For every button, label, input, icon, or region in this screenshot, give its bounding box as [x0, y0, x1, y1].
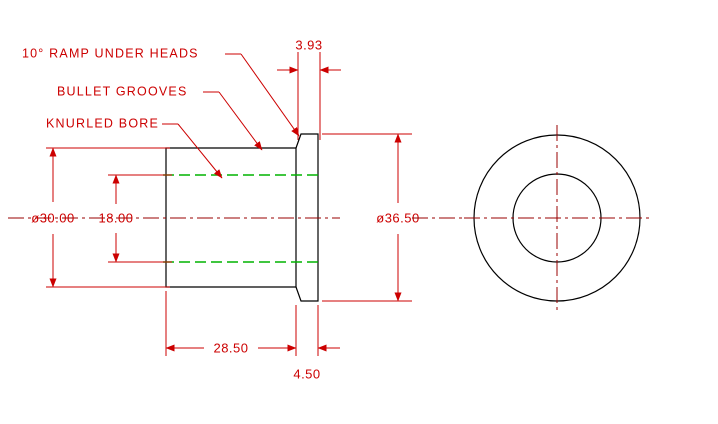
note-leader-ramp — [225, 53, 300, 137]
note-bore-label: KNURLED BORE — [46, 116, 159, 130]
note-leader-grooves — [203, 91, 263, 151]
dimension-body-length-label: 28.50 — [213, 340, 248, 355]
dimension-flange-thickness: 3.93 — [277, 37, 341, 140]
section-view: ø30.00 18.00 ø36.50 — [8, 37, 462, 381]
dimension-flange-dia: ø36.50 — [322, 133, 462, 302]
dimension-flange-thickness-label: 3.93 — [295, 37, 322, 52]
dimension-bore-dia-label: ø30.00 — [31, 210, 74, 225]
note-leader-bore — [162, 123, 223, 179]
note-grooves-label: BULLET GROOVES — [57, 84, 188, 98]
bullet-groove-lines — [163, 174, 320, 263]
dimension-head-length-label: 4.50 — [293, 366, 320, 381]
dimension-body-length: 28.50 — [165, 291, 297, 356]
note-ramp-label: 10° RAMP UNDER HEADS — [22, 46, 199, 60]
dimension-flange-dia-label: ø36.50 — [376, 210, 419, 225]
front-view — [464, 125, 650, 311]
dimension-bore-dia: ø30.00 — [31, 147, 170, 288]
dimension-groove-span-label: 18.00 — [98, 210, 133, 225]
dimension-groove-span: 18.00 — [98, 174, 172, 263]
dimension-head-length: 4.50 — [285, 305, 340, 381]
